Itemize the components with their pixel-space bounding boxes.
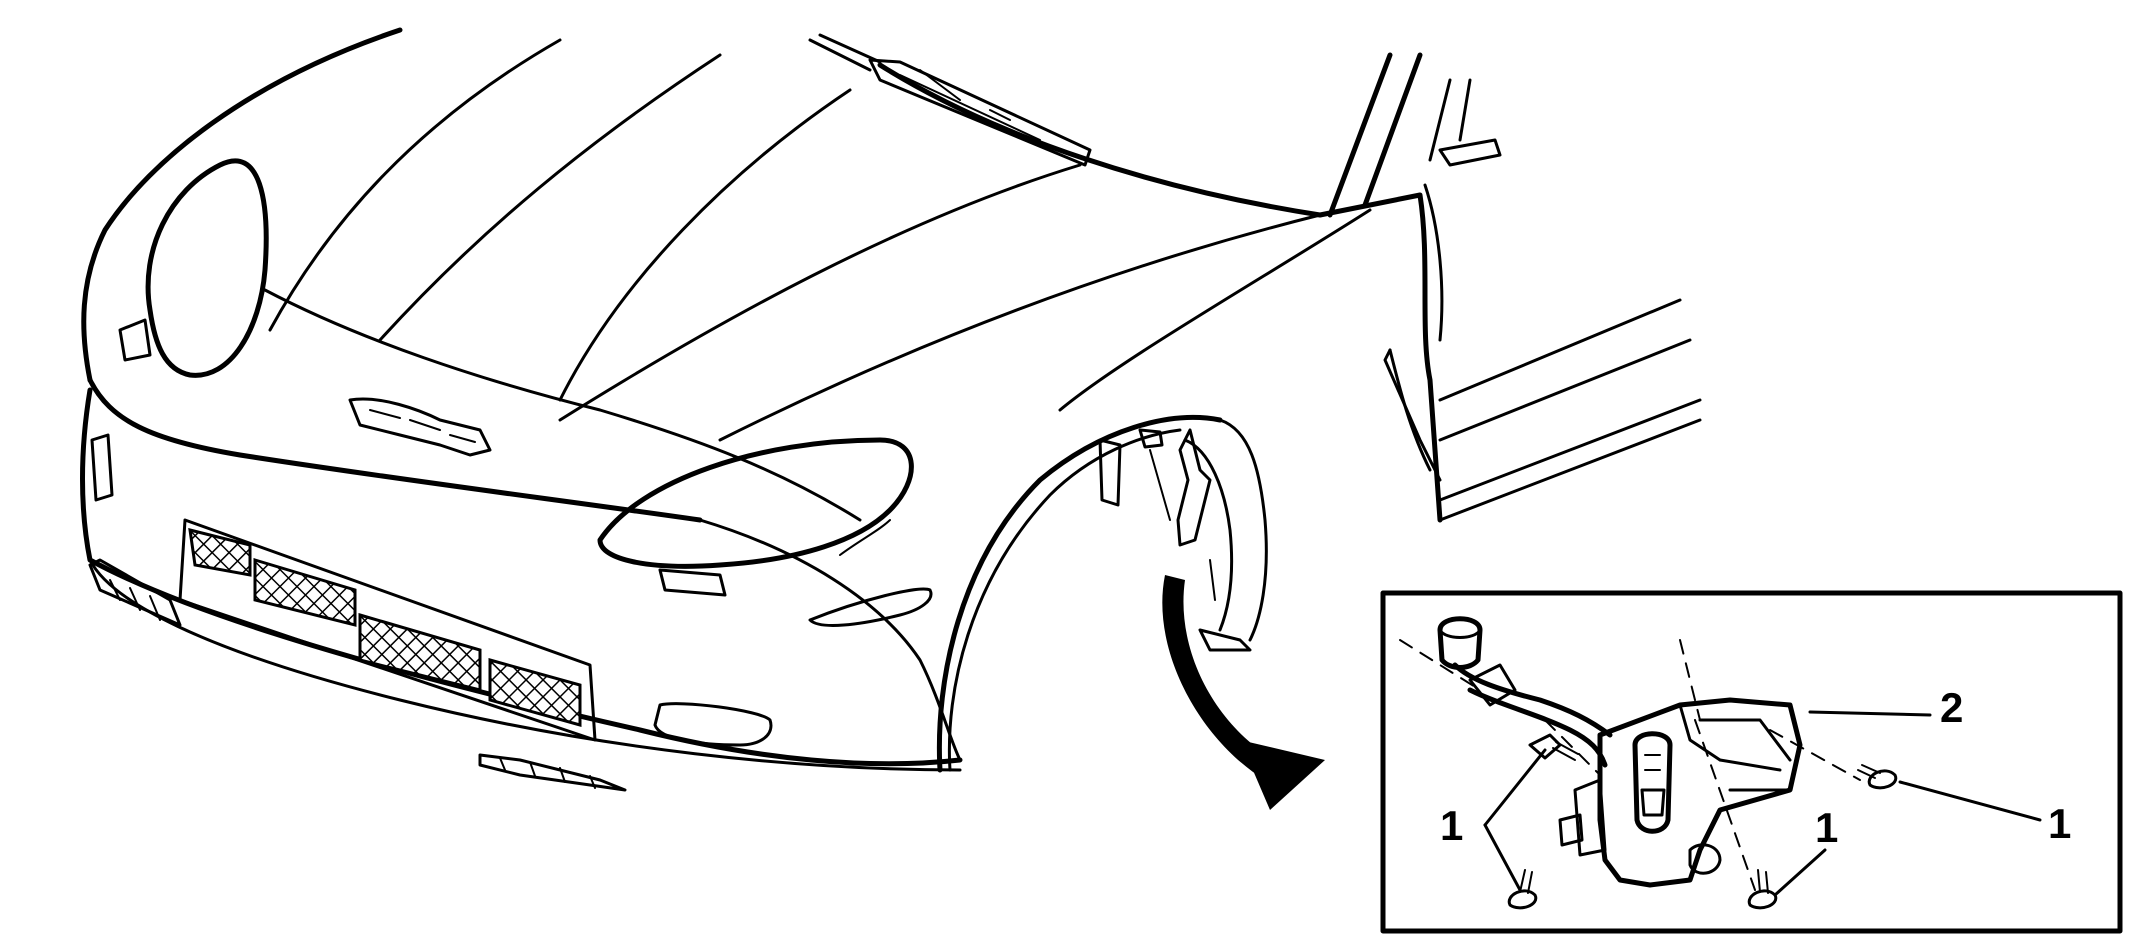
fascia-chin: [88, 558, 962, 772]
vehicle-front-end: [80, 27, 1702, 792]
callout-1-right: 1: [2048, 800, 2071, 847]
hood-top-line: [268, 38, 562, 332]
reservoir-body: [1597, 697, 1803, 888]
leader-callout-1-left-b: [1483, 823, 1522, 892]
wheel-liner-inner: [1183, 438, 1234, 632]
lower-intake-slot-1: [109, 579, 161, 621]
hood-emblem-detail: [369, 409, 476, 443]
wheel-liner-bottom: [1198, 628, 1252, 652]
lower-intake-left: [88, 558, 182, 627]
alignment-line-2: [1544, 719, 1601, 776]
arrow-head: [1240, 740, 1325, 810]
filler-cap: [1437, 616, 1483, 670]
hood-crease-2: [558, 88, 852, 402]
reservoir-ridge-2: [1718, 758, 1782, 772]
bolt-lower-center: [1747, 869, 1778, 910]
wheel-liner: [1218, 418, 1268, 642]
mirror-stub: [1438, 138, 1502, 167]
leader-callout-2: [1808, 710, 1932, 717]
leader-callout-1-right: [1898, 780, 2042, 822]
washer-pump-connector: [1640, 788, 1666, 817]
grille-right: [488, 658, 582, 727]
hood-rear-edge: [877, 62, 1323, 218]
fascia-side: [698, 518, 962, 762]
filler-neck-bracket: [1468, 663, 1517, 707]
fog-light-right: [653, 702, 773, 747]
fog-light-left-top: [118, 318, 152, 362]
fog-light-left: [90, 433, 114, 502]
lower-intake-slot-2: [499, 757, 596, 789]
alignment-line-3: [1679, 639, 1701, 721]
mounting-bracket: [1573, 778, 1607, 857]
washer-pump-detail: [1644, 754, 1661, 771]
grille-upper-left: [188, 528, 252, 577]
wiper-arm: [808, 33, 882, 72]
filler-neck: [1452, 662, 1613, 738]
fender-wire: [1383, 348, 1442, 482]
bolt-upper-left: [1528, 733, 1579, 761]
washer-pump: [1632, 731, 1673, 834]
a-pillar: [1327, 52, 1423, 218]
wheel-opening-inner: [947, 428, 1182, 772]
side-marker-right: [808, 587, 933, 627]
headlight-left: [145, 158, 269, 378]
hood-crease-3: [558, 163, 1082, 422]
callout-1-center: 1: [1815, 804, 1838, 851]
alignment-line-5: [1769, 729, 1861, 781]
direction-arrow: [1162, 575, 1325, 810]
alignment-line-1: [1399, 639, 1481, 691]
inner-fender-bracket: [1176, 428, 1212, 547]
inset-detail: 1 1 1 2: [1380, 590, 2123, 934]
fender-top: [1317, 192, 1443, 523]
grille-center: [358, 613, 482, 692]
callout-1-left: 1: [1440, 802, 1463, 849]
hood-left-edge: [81, 27, 403, 383]
inner-fender-tab: [1098, 438, 1122, 507]
rocker-line-2: [1438, 338, 1692, 442]
wheel-opening: [936, 415, 1223, 773]
inner-fender-clip: [1138, 428, 1164, 449]
reservoir-top: [1678, 703, 1722, 762]
callout-2: 2: [1940, 684, 1963, 731]
leader-callout-1-center: [1773, 848, 1827, 897]
inset-frame: [1380, 590, 2123, 934]
mounting-bracket-2: [1558, 813, 1584, 847]
filler-cap-top: [1438, 628, 1482, 639]
reservoir-ridge-1: [1698, 718, 1792, 762]
cowl-detail: [899, 69, 1041, 141]
level-sensor: [1688, 843, 1722, 875]
fascia-hood-front: [263, 288, 862, 522]
a-pillar-inner: [1428, 78, 1472, 162]
headlight-right-inner: [839, 519, 891, 556]
hood-crease-4: [718, 213, 1322, 442]
side-marker-front: [658, 568, 727, 597]
fender-crease: [1058, 208, 1372, 412]
fender-rear-inner: [1423, 183, 1444, 342]
lower-intake-right: [478, 753, 627, 792]
hood-emblem: [348, 397, 492, 457]
hood-crease-1: [378, 53, 722, 342]
rocker-line-4: [1438, 418, 1702, 522]
cowl: [868, 58, 1092, 167]
grille-upper-center: [253, 557, 357, 627]
fascia-upper: [87, 377, 703, 523]
leader-callout-1-left-a: [1483, 748, 1547, 827]
grille-frame: [178, 518, 597, 742]
rocker-line-3: [1438, 398, 1702, 502]
headlight-right: [597, 437, 914, 569]
inner-fender-detail: [1149, 449, 1216, 601]
bolt-lower-left: [1507, 869, 1538, 910]
bolt-right: [1857, 764, 1898, 790]
fender-seam: [1388, 348, 1432, 472]
rocker-top: [1438, 298, 1682, 402]
